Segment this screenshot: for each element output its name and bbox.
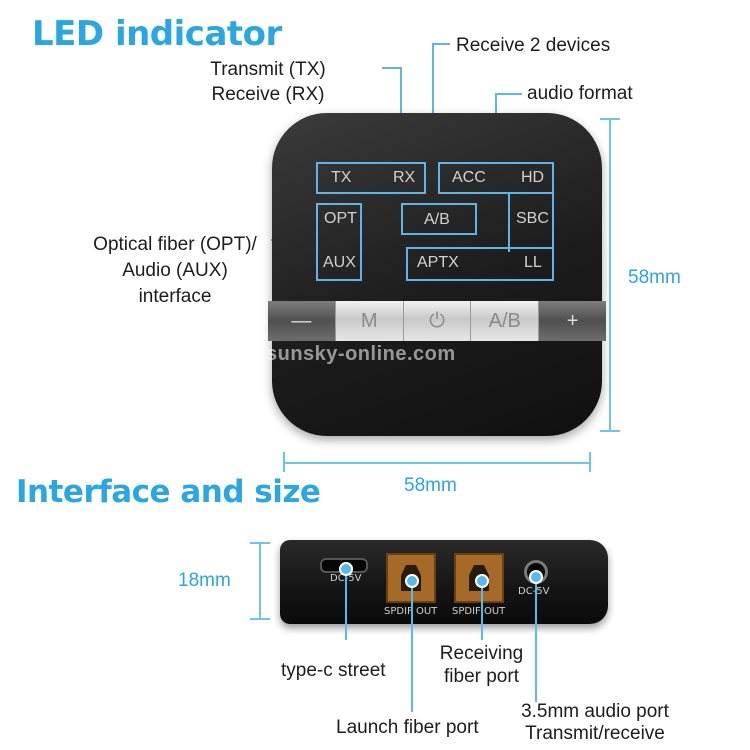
thickness-dimension-cap-top — [250, 542, 270, 544]
port-label-spdif-out-2: SPDIF OUT — [452, 606, 506, 617]
led-ab: A/B — [424, 211, 450, 228]
interface-size-heading: Interface and size — [16, 474, 321, 510]
device-top-view: TX RX ACC HD OPT A/B SBC AUX APTX LL — M… — [266, 113, 606, 436]
led-tx: TX — [331, 169, 352, 186]
type-c-label: type-c street — [281, 660, 386, 681]
volume-up-button[interactable]: + — [539, 301, 606, 341]
mode-button[interactable]: M — [336, 301, 404, 341]
optical-label-line3: interface — [138, 286, 212, 307]
receiving-label-line2: fiber port — [444, 666, 519, 687]
height-dimension-cap-top — [600, 118, 620, 120]
port-label-spdif-out-1: SPDIF OUT — [384, 606, 438, 617]
thickness-dimension-cap-bottom — [250, 618, 270, 620]
tx-rx-led-group — [316, 162, 426, 194]
led-acc: ACC — [452, 169, 486, 186]
audio-format-led-group-top — [438, 162, 554, 194]
sbc-led-group — [508, 192, 554, 252]
led-aux: AUX — [323, 254, 356, 271]
optical-label-line1: Optical fiber (OPT)/ — [93, 234, 257, 255]
launch-fiber-label: Launch fiber port — [336, 717, 479, 738]
thickness-dimension-line — [259, 542, 261, 620]
thickness-dimension-label: 18mm — [178, 570, 231, 591]
led-indicator-heading: LED indicator — [32, 14, 282, 54]
led-opt: OPT — [324, 210, 357, 227]
receive-rx-label: Receive (RX) — [211, 84, 325, 105]
port-label-dc5v-2: DC-5V — [518, 586, 550, 597]
width-dimension-cap-right — [589, 452, 591, 472]
optical-label-line2: Audio (AUX) — [122, 260, 228, 281]
led-rx: RX — [393, 169, 416, 186]
ab-led-group — [401, 203, 477, 235]
width-dimension-cap-left — [283, 452, 285, 472]
receiving-callout-line — [481, 580, 483, 640]
launch-callout-line — [411, 580, 413, 712]
width-dimension-line — [283, 462, 591, 464]
ab-button[interactable]: A/B — [471, 301, 540, 341]
launch-callout-dot — [405, 574, 419, 588]
volume-down-button[interactable]: — — [268, 301, 336, 341]
receive-2-devices-label: Receive 2 devices — [456, 35, 611, 56]
audio-port-label-line2: Transmit/receive — [525, 723, 665, 744]
power-button[interactable]: ⏻ — [404, 301, 472, 341]
led-hd: HD — [521, 169, 545, 186]
aptx-led-group — [406, 247, 554, 281]
button-strip: — M ⏻ A/B + — [268, 301, 606, 341]
width-dimension-label: 58mm — [404, 475, 457, 496]
height-dimension-cap-bottom — [600, 430, 620, 432]
watermark-text: sunsky-online.com — [266, 343, 456, 365]
transmit-tx-label: Transmit (TX) — [210, 59, 326, 80]
audio-format-label: audio format — [527, 83, 633, 104]
audio-port-label-line1: 3.5mm audio port — [521, 701, 669, 722]
type-c-callout-line — [345, 566, 347, 640]
receiving-label-line1: Receiving — [439, 643, 524, 664]
audio-callout-dot — [529, 570, 543, 584]
device-side-view: DC-5V SPDIF OUT SPDIF OUT DC-5V — [280, 540, 608, 624]
receiving-callout-dot — [475, 574, 489, 588]
opt-aux-led-group — [316, 203, 362, 281]
audio-callout-line — [535, 576, 537, 702]
type-c-callout-dot — [339, 562, 353, 576]
led-sbc: SBC — [516, 210, 549, 227]
led-aptx: APTX — [417, 254, 459, 271]
height-dimension-line — [609, 118, 611, 432]
height-dimension-label: 58mm — [628, 267, 681, 288]
led-ll: LL — [524, 254, 542, 271]
